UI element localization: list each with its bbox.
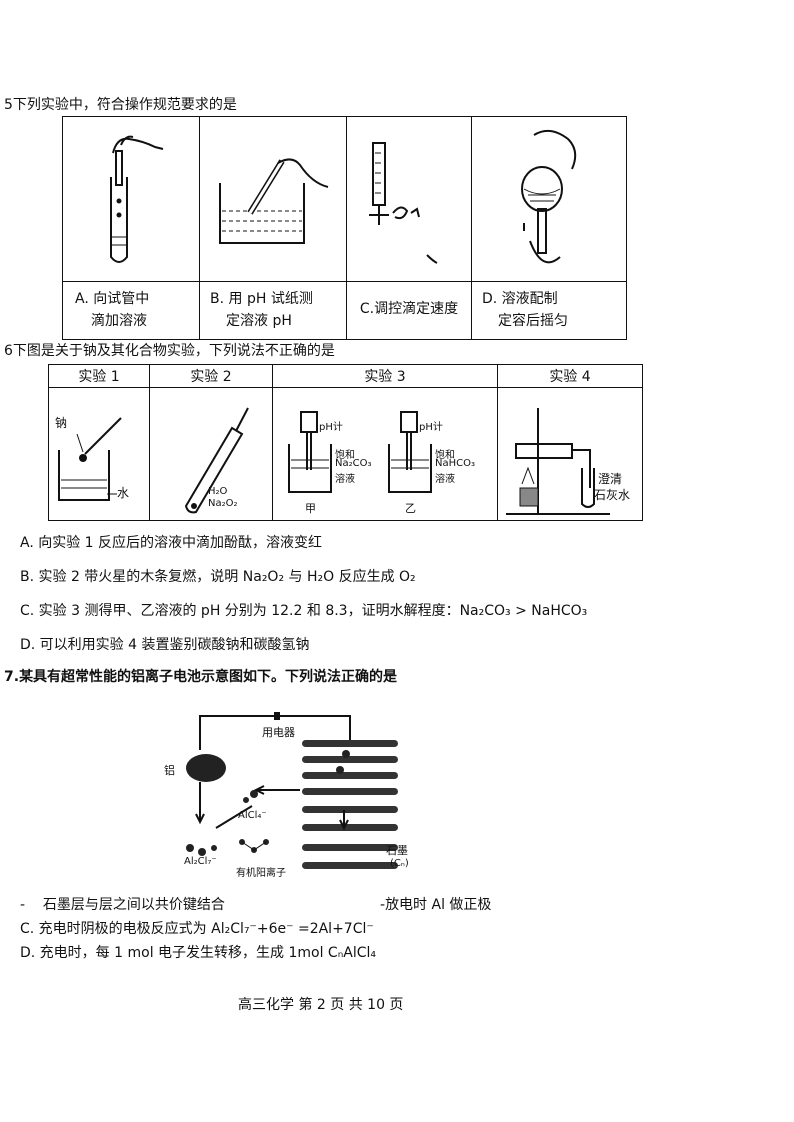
q5-option-a-line2: 滴加溶液 — [91, 313, 147, 329]
na2co3-label: Na₂CO₃ — [335, 458, 372, 469]
solution-label-b: 溶液 — [435, 474, 455, 485]
q5-option-d-line1: D. 溶液配制 — [482, 291, 558, 307]
q6-exp3-cell: pH计 饱和 Na₂CO₃ 溶液 甲 pH计 饱和 NaHCO₃ 溶液 乙 — [272, 387, 498, 521]
appliance-label: 用电器 — [262, 726, 295, 739]
q5-option-a: A. 向试管中 滴加溶液 — [62, 281, 200, 340]
q5-stem-text: 下列实验中，符合操作规范要求的是 — [12, 97, 237, 113]
test-tube-na2o2-illustration — [184, 407, 249, 514]
h2o-label: H₂O — [208, 486, 228, 497]
limewater-label-1: 澄清 — [598, 472, 623, 486]
q5-options-table: A. 向试管中 滴加溶液 B. 用 pH 试纸测 定溶液 pH C.调控滴定速度… — [62, 116, 627, 340]
q5-option-d: D. 溶液配制 定容后摇匀 — [471, 281, 627, 340]
aluminum-ion-battery-illustration — [186, 712, 398, 869]
saturated-label-b: 饱和 — [435, 450, 455, 461]
q6-stem-text: 下图是关于钠及其化合物实验，下列说法不正确的是 — [12, 343, 335, 359]
burette-illustration — [369, 142, 438, 264]
beaker-yi-label: 乙 — [405, 502, 416, 515]
nahco3-label: NaHCO₃ — [435, 458, 475, 469]
na2o2-label: Na₂O₂ — [208, 498, 238, 509]
al2cl7-label: Al₂Cl₇⁻ — [184, 856, 217, 867]
q6-header-exp1: 实验 1 — [48, 364, 150, 388]
ph-meter-label-b: pH计 — [419, 422, 443, 433]
q5-number: 5 — [4, 97, 13, 113]
q5-option-a-line1: A. 向试管中 — [75, 291, 150, 307]
test-tube-dropper-illustration — [110, 135, 164, 263]
q5-option-b-line2: 定溶液 pH — [226, 313, 292, 329]
sodium-label: 钠 — [55, 416, 68, 430]
saturated-label-a: 饱和 — [335, 450, 355, 461]
q6-experiments-table: 实验 1 实验 2 实验 3 实验 4 钠 水 H₂O Na₂O₂ — [48, 364, 643, 521]
q6-option-c: C. 实验 3 测得甲、乙溶液的 pH 分别为 12.2 和 8.3，证明水解程… — [20, 603, 588, 619]
q6-option-a: A. 向实验 1 反应后的溶液中滴加酚酞，溶液变红 — [20, 535, 323, 551]
q6-option-b: B. 实验 2 带火星的木条复燃，说明 Na₂O₂ 与 H₂O 反应生成 O₂ — [20, 569, 416, 585]
q7-option-a-text: 石墨层与层之间以共价键结合 — [42, 897, 225, 913]
q5-option-d-line2: 定容后摇匀 — [498, 313, 568, 329]
solution-label-a: 溶液 — [335, 474, 355, 485]
q5-option-c-line1: C.调控滴定速度 — [359, 301, 459, 317]
q5-figure-b — [199, 116, 347, 282]
q5-figure-d — [471, 116, 627, 282]
aluminum-label: 铝 — [164, 764, 175, 777]
q5-figure-c — [346, 116, 472, 282]
q7-stem-text: 某具有超常性能的铝离子电池示意图如下。下列说法正确的是 — [19, 669, 398, 685]
limewater-label-2: 石灰水 — [594, 488, 631, 502]
q7-option-b: -放电时 Al 做正极 — [380, 897, 492, 913]
q6-header-exp3: 实验 3 — [272, 364, 498, 388]
q6-exp4-cell: 澄清 石灰水 — [497, 387, 643, 521]
page-footer: 高三化学 第 2 页 共 10 页 — [238, 997, 404, 1013]
ph-meter-label-a: pH计 — [319, 422, 343, 433]
q7-option-b-text: 放电时 Al 做正极 — [385, 897, 492, 913]
q7-option-d: D. 充电时，每 1 mol 电子发生转移，生成 1mol CₙAlCl₄ — [20, 945, 377, 961]
battery-diagram: 用电器 铝 AlCl₄⁻ Al₂Cl₇⁻ 有机阳离子 石墨 (Cₙ) — [160, 710, 420, 886]
q5-figure-a — [62, 116, 200, 282]
graphite-label: 石墨 — [386, 844, 408, 857]
q5-option-b: B. 用 pH 试纸测 定溶液 pH — [199, 281, 347, 340]
q7-option-c: C. 充电时阴极的电极反应式为 Al₂Cl₇⁻+6e⁻ =2Al+7Cl⁻ — [20, 921, 374, 937]
alcl4-label: AlCl₄⁻ — [238, 810, 267, 821]
q6-option-d: D. 可以利用实验 4 装置鉴别碳酸钠和碳酸氢钠 — [20, 637, 310, 653]
beaker-jia-label: 甲 — [305, 502, 316, 515]
q5-stem: 5下列实验中，符合操作规范要求的是 — [4, 94, 237, 114]
water-label: 水 — [117, 486, 130, 500]
q5-option-c: C.调控滴定速度 — [346, 281, 472, 340]
q5-option-b-line1: B. 用 pH 试纸测 — [210, 291, 313, 307]
beaker-sodium-water-illustration — [58, 417, 122, 501]
q6-number: 6 — [4, 343, 13, 359]
q6-exp1-cell: 钠 水 — [48, 387, 150, 521]
q7-option-a: - 石墨层与层之间以共价键结合 — [20, 897, 225, 913]
beaker-ph-paper-illustration — [219, 158, 329, 244]
organic-cation-label: 有机阳离子 — [236, 868, 286, 879]
q7-stem: 7.某具有超常性能的铝离子电池示意图如下。下列说法正确的是 — [4, 666, 397, 686]
cn-label: (Cₙ) — [390, 858, 409, 869]
volumetric-flask-illustration — [521, 129, 577, 264]
heating-limewater-apparatus-illustration — [506, 408, 610, 515]
q6-header-exp4: 实验 4 — [497, 364, 643, 388]
q6-header-exp2: 实验 2 — [149, 364, 273, 388]
q7-number: 7. — [4, 669, 20, 685]
q6-stem: 6下图是关于钠及其化合物实验，下列说法不正确的是 — [4, 340, 335, 360]
ph-meter-beakers-illustration — [288, 411, 432, 493]
q6-exp2-cell: H₂O Na₂O₂ — [149, 387, 273, 521]
